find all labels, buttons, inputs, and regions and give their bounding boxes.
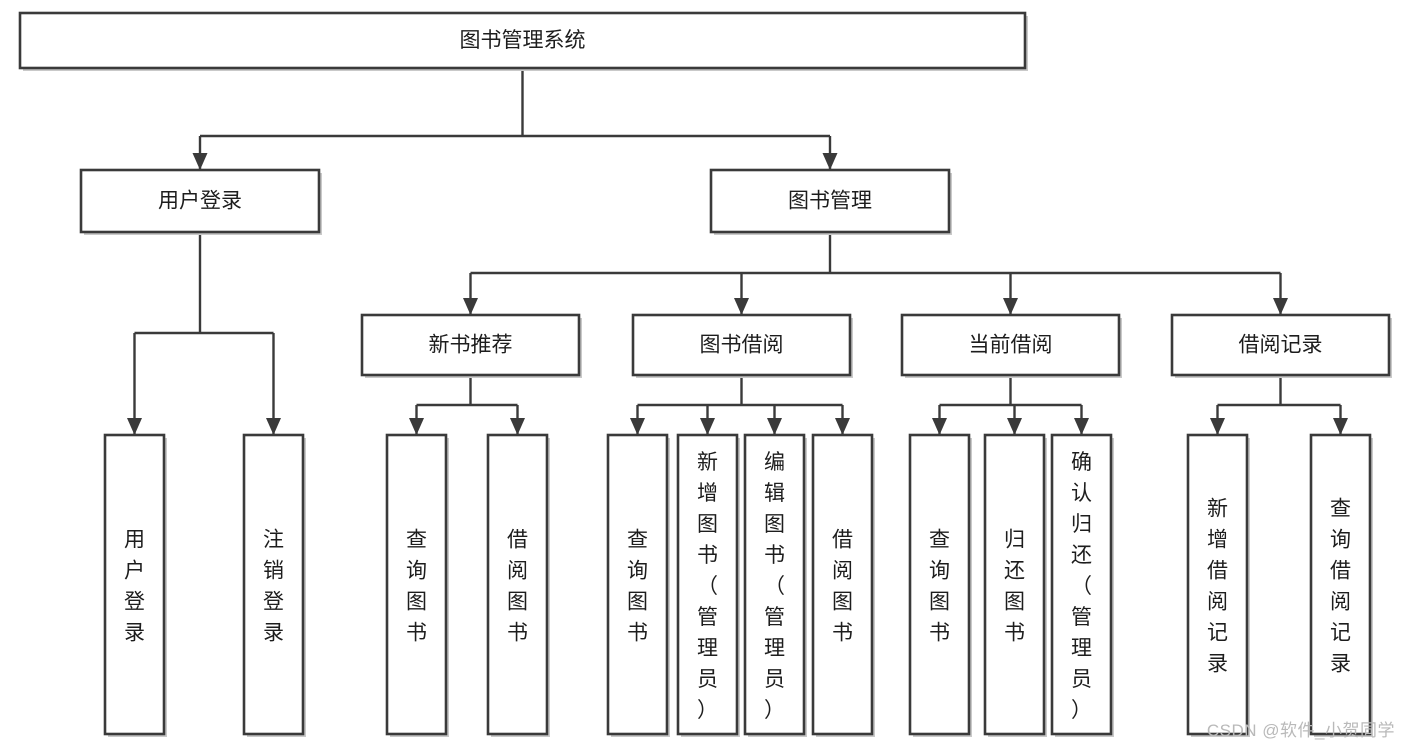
arrow-head-icon	[1007, 418, 1022, 435]
box-outline	[908, 433, 971, 736]
box-outline	[631, 313, 852, 377]
box-outline	[676, 433, 739, 736]
arrow-head-icon	[932, 418, 947, 435]
level3-node-current-borrow[interactable]: 当前借阅	[900, 313, 1122, 378]
node-label: 借阅记录	[1239, 334, 1323, 357]
leaf-node-leaf-add-book-admin[interactable]: 新增图书（管理员）	[676, 433, 740, 737]
node-label: 注销登录	[263, 529, 284, 645]
node-label: 编辑图书（管理员）	[764, 451, 785, 722]
arrow-head-icon	[1210, 418, 1225, 435]
node-label: 图书管理系统	[460, 29, 586, 52]
leaf-node-leaf-query-book-2[interactable]: 查询图书	[606, 433, 670, 737]
level3-node-new-book-recommend[interactable]: 新书推荐	[360, 313, 582, 378]
leaf-node-leaf-query-book-1[interactable]: 查询图书	[385, 433, 449, 737]
connector-layer	[127, 68, 1348, 435]
box-outline	[606, 433, 669, 736]
node-label: 新增借阅记录	[1207, 498, 1228, 676]
box-outline	[900, 313, 1121, 377]
leaf-node-leaf-user-login[interactable]: 用户登录	[103, 433, 167, 737]
arrow-head-icon	[266, 418, 281, 435]
box-outline	[385, 433, 448, 736]
node-label: 图书借阅	[700, 334, 784, 357]
box-outline	[242, 433, 305, 736]
box-outline	[1186, 433, 1249, 736]
arrow-head-icon	[510, 418, 525, 435]
node-label: 借阅图书	[832, 529, 853, 645]
box-outline	[103, 433, 166, 736]
leaf-node-leaf-return-book[interactable]: 归还图书	[983, 433, 1047, 737]
root-node-book-management-system[interactable]: 图书管理系统	[18, 11, 1028, 71]
arrow-head-icon	[463, 298, 478, 315]
node-label: 用户登录	[158, 190, 242, 213]
arrow-head-icon	[127, 418, 142, 435]
node-label: 新书推荐	[429, 334, 513, 357]
leaf-node-leaf-borrow-book-2[interactable]: 借阅图书	[811, 433, 875, 737]
box-outline	[1170, 313, 1391, 377]
node-label: 图书管理	[788, 190, 872, 213]
leaf-node-leaf-query-book-3[interactable]: 查询图书	[908, 433, 972, 737]
node-label: 用户登录	[124, 529, 145, 645]
level3-node-borrow-record[interactable]: 借阅记录	[1170, 313, 1392, 378]
node-label: 当前借阅	[969, 334, 1053, 357]
level2-node-book-management[interactable]: 图书管理	[709, 168, 952, 235]
arrow-head-icon	[192, 153, 208, 170]
arrow-head-icon	[734, 298, 749, 315]
arrow-head-icon	[630, 418, 645, 435]
box-outline	[983, 433, 1046, 736]
leaf-node-leaf-query-borrow-record[interactable]: 查询借阅记录	[1309, 433, 1373, 737]
box-outline	[486, 433, 549, 736]
arrow-head-icon	[835, 418, 850, 435]
box-outline	[360, 313, 581, 377]
node-label: 查询图书	[406, 529, 427, 645]
node-layer: 图书管理系统用户登录图书管理新书推荐图书借阅当前借阅借阅记录用户登录注销登录查询…	[18, 11, 1392, 737]
leaf-node-leaf-edit-book-admin[interactable]: 编辑图书（管理员）	[743, 433, 807, 737]
level3-node-book-borrow[interactable]: 图书借阅	[631, 313, 853, 378]
watermark-text: CSDN @软件_小贺同学	[1206, 721, 1395, 740]
arrow-head-icon	[700, 418, 715, 435]
arrow-head-icon	[1333, 418, 1348, 435]
box-outline	[1050, 433, 1113, 736]
arrow-head-icon	[822, 153, 838, 170]
arrow-head-icon	[1273, 298, 1288, 315]
leaf-node-leaf-borrow-book-1[interactable]: 借阅图书	[486, 433, 550, 737]
box-outline	[1309, 433, 1372, 736]
arrow-head-icon	[767, 418, 782, 435]
leaf-node-leaf-confirm-return-admin[interactable]: 确认归还（管理员）	[1050, 433, 1114, 737]
node-label: 借阅图书	[507, 529, 528, 645]
node-label: 查询图书	[627, 529, 648, 645]
level2-node-user-login[interactable]: 用户登录	[79, 168, 322, 235]
arrow-head-icon	[1074, 418, 1089, 435]
box-outline	[743, 433, 806, 736]
node-label: 归还图书	[1004, 529, 1025, 645]
box-outline	[79, 168, 321, 234]
node-label: 确认归还（管理员）	[1071, 451, 1092, 722]
leaf-node-leaf-logout[interactable]: 注销登录	[242, 433, 306, 737]
node-label: 新增图书（管理员）	[697, 451, 718, 722]
box-outline	[709, 168, 951, 234]
box-outline	[18, 11, 1027, 70]
arrow-head-icon	[409, 418, 424, 435]
arrow-head-icon	[1003, 298, 1018, 315]
box-outline	[811, 433, 874, 736]
node-label: 查询借阅记录	[1330, 498, 1351, 676]
leaf-node-leaf-add-borrow-record[interactable]: 新增借阅记录	[1186, 433, 1250, 737]
node-label: 查询图书	[929, 529, 950, 645]
